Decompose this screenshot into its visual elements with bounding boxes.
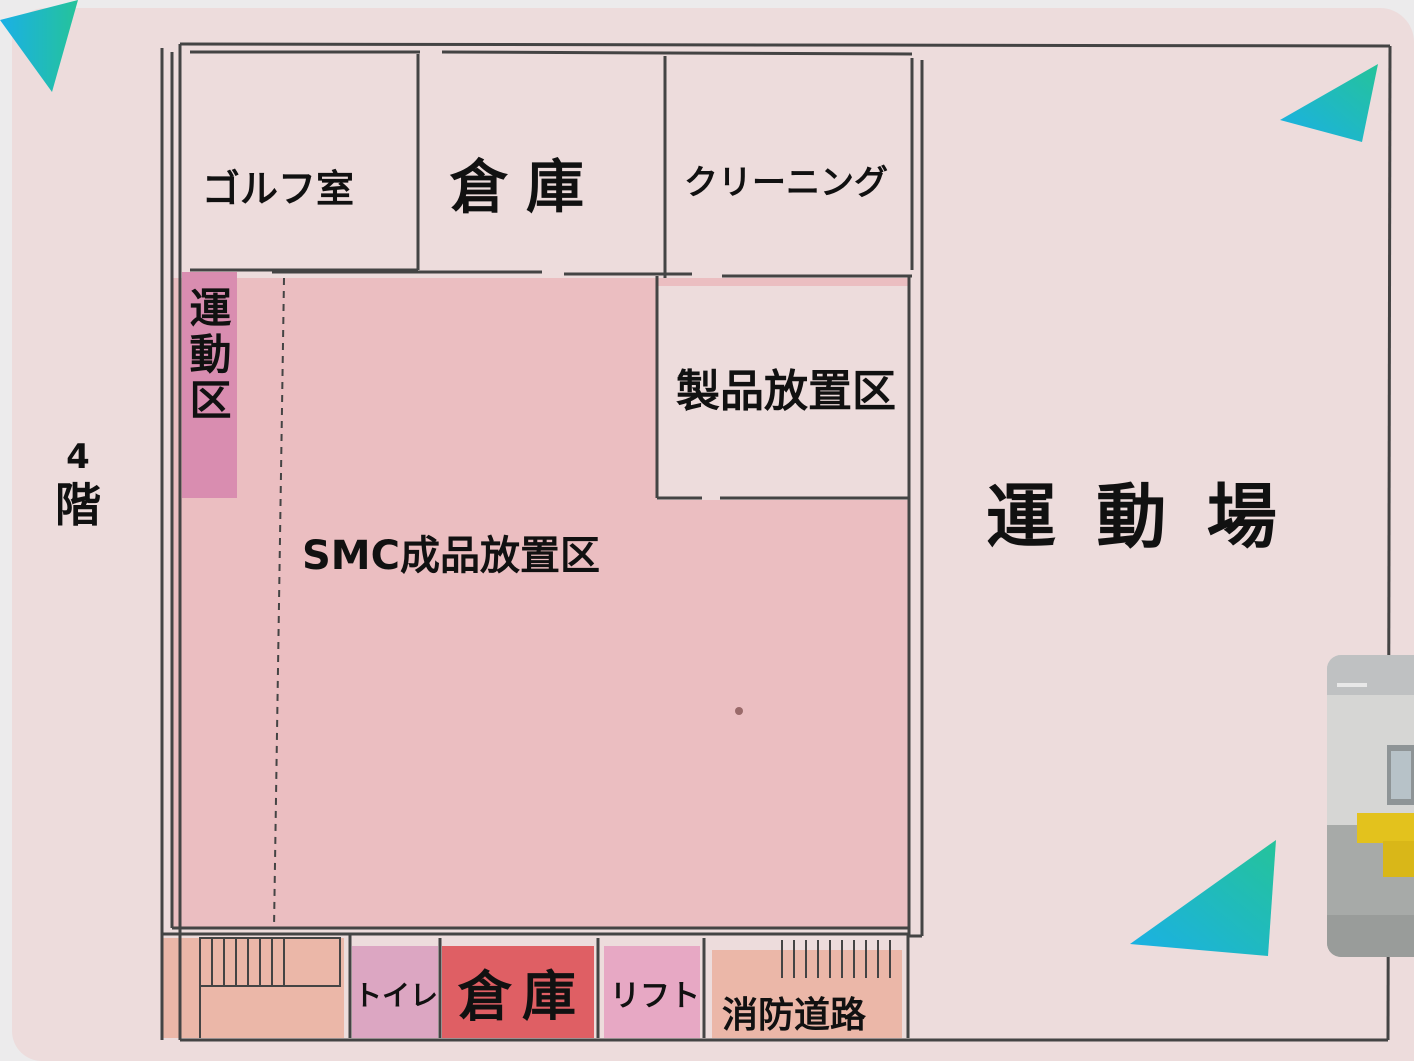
room-label-storage-bottom: 倉庫 <box>458 965 586 1028</box>
room-label-lift: リフト <box>610 979 700 1014</box>
storage-bottom-fill <box>442 946 594 1038</box>
room-label-toilet: トイレ <box>354 979 439 1012</box>
floor-plan-sheet: ゴルフ室 倉庫 クリーニング 運動区 製品放置区 SMC成品放置区 運 動 場 … <box>12 8 1414 1061</box>
stair-left-fill <box>162 938 344 1038</box>
warehouse-photo-drawing <box>1327 655 1414 957</box>
floor-plan-drawing <box>160 42 1392 1042</box>
room-label-fire-passage: 消防道路 <box>722 995 867 1036</box>
toilet-fill <box>352 946 438 1038</box>
room-label-golf: ゴルフ室 <box>202 167 355 211</box>
corner-accent-top-right <box>1280 64 1378 142</box>
room-label-exercise-zone: 運動区 <box>183 286 232 424</box>
exercise-zone-fill <box>182 272 237 498</box>
room-label-product-storage: 製品放置区 <box>676 366 896 417</box>
room-label-smc-storage: SMC成品放置区 <box>302 533 600 579</box>
warehouse-photo-thumbnail[interactable] <box>1327 655 1414 957</box>
floor-kanji: 階 <box>55 478 101 532</box>
pencil-dot <box>735 707 743 715</box>
corner-accent-top-left <box>0 0 78 92</box>
lift-fill <box>604 946 700 1038</box>
floor-label: 4 階 <box>48 440 108 528</box>
product-room-fill <box>657 286 909 500</box>
room-label-sports-ground: 運 動 場 <box>986 476 1285 558</box>
corner-accent-bottom-right <box>1130 840 1276 956</box>
floor-number: 4 <box>66 437 90 477</box>
room-label-cleaning: クリーニング <box>684 163 888 203</box>
room-label-storage-top: 倉庫 <box>450 153 603 221</box>
